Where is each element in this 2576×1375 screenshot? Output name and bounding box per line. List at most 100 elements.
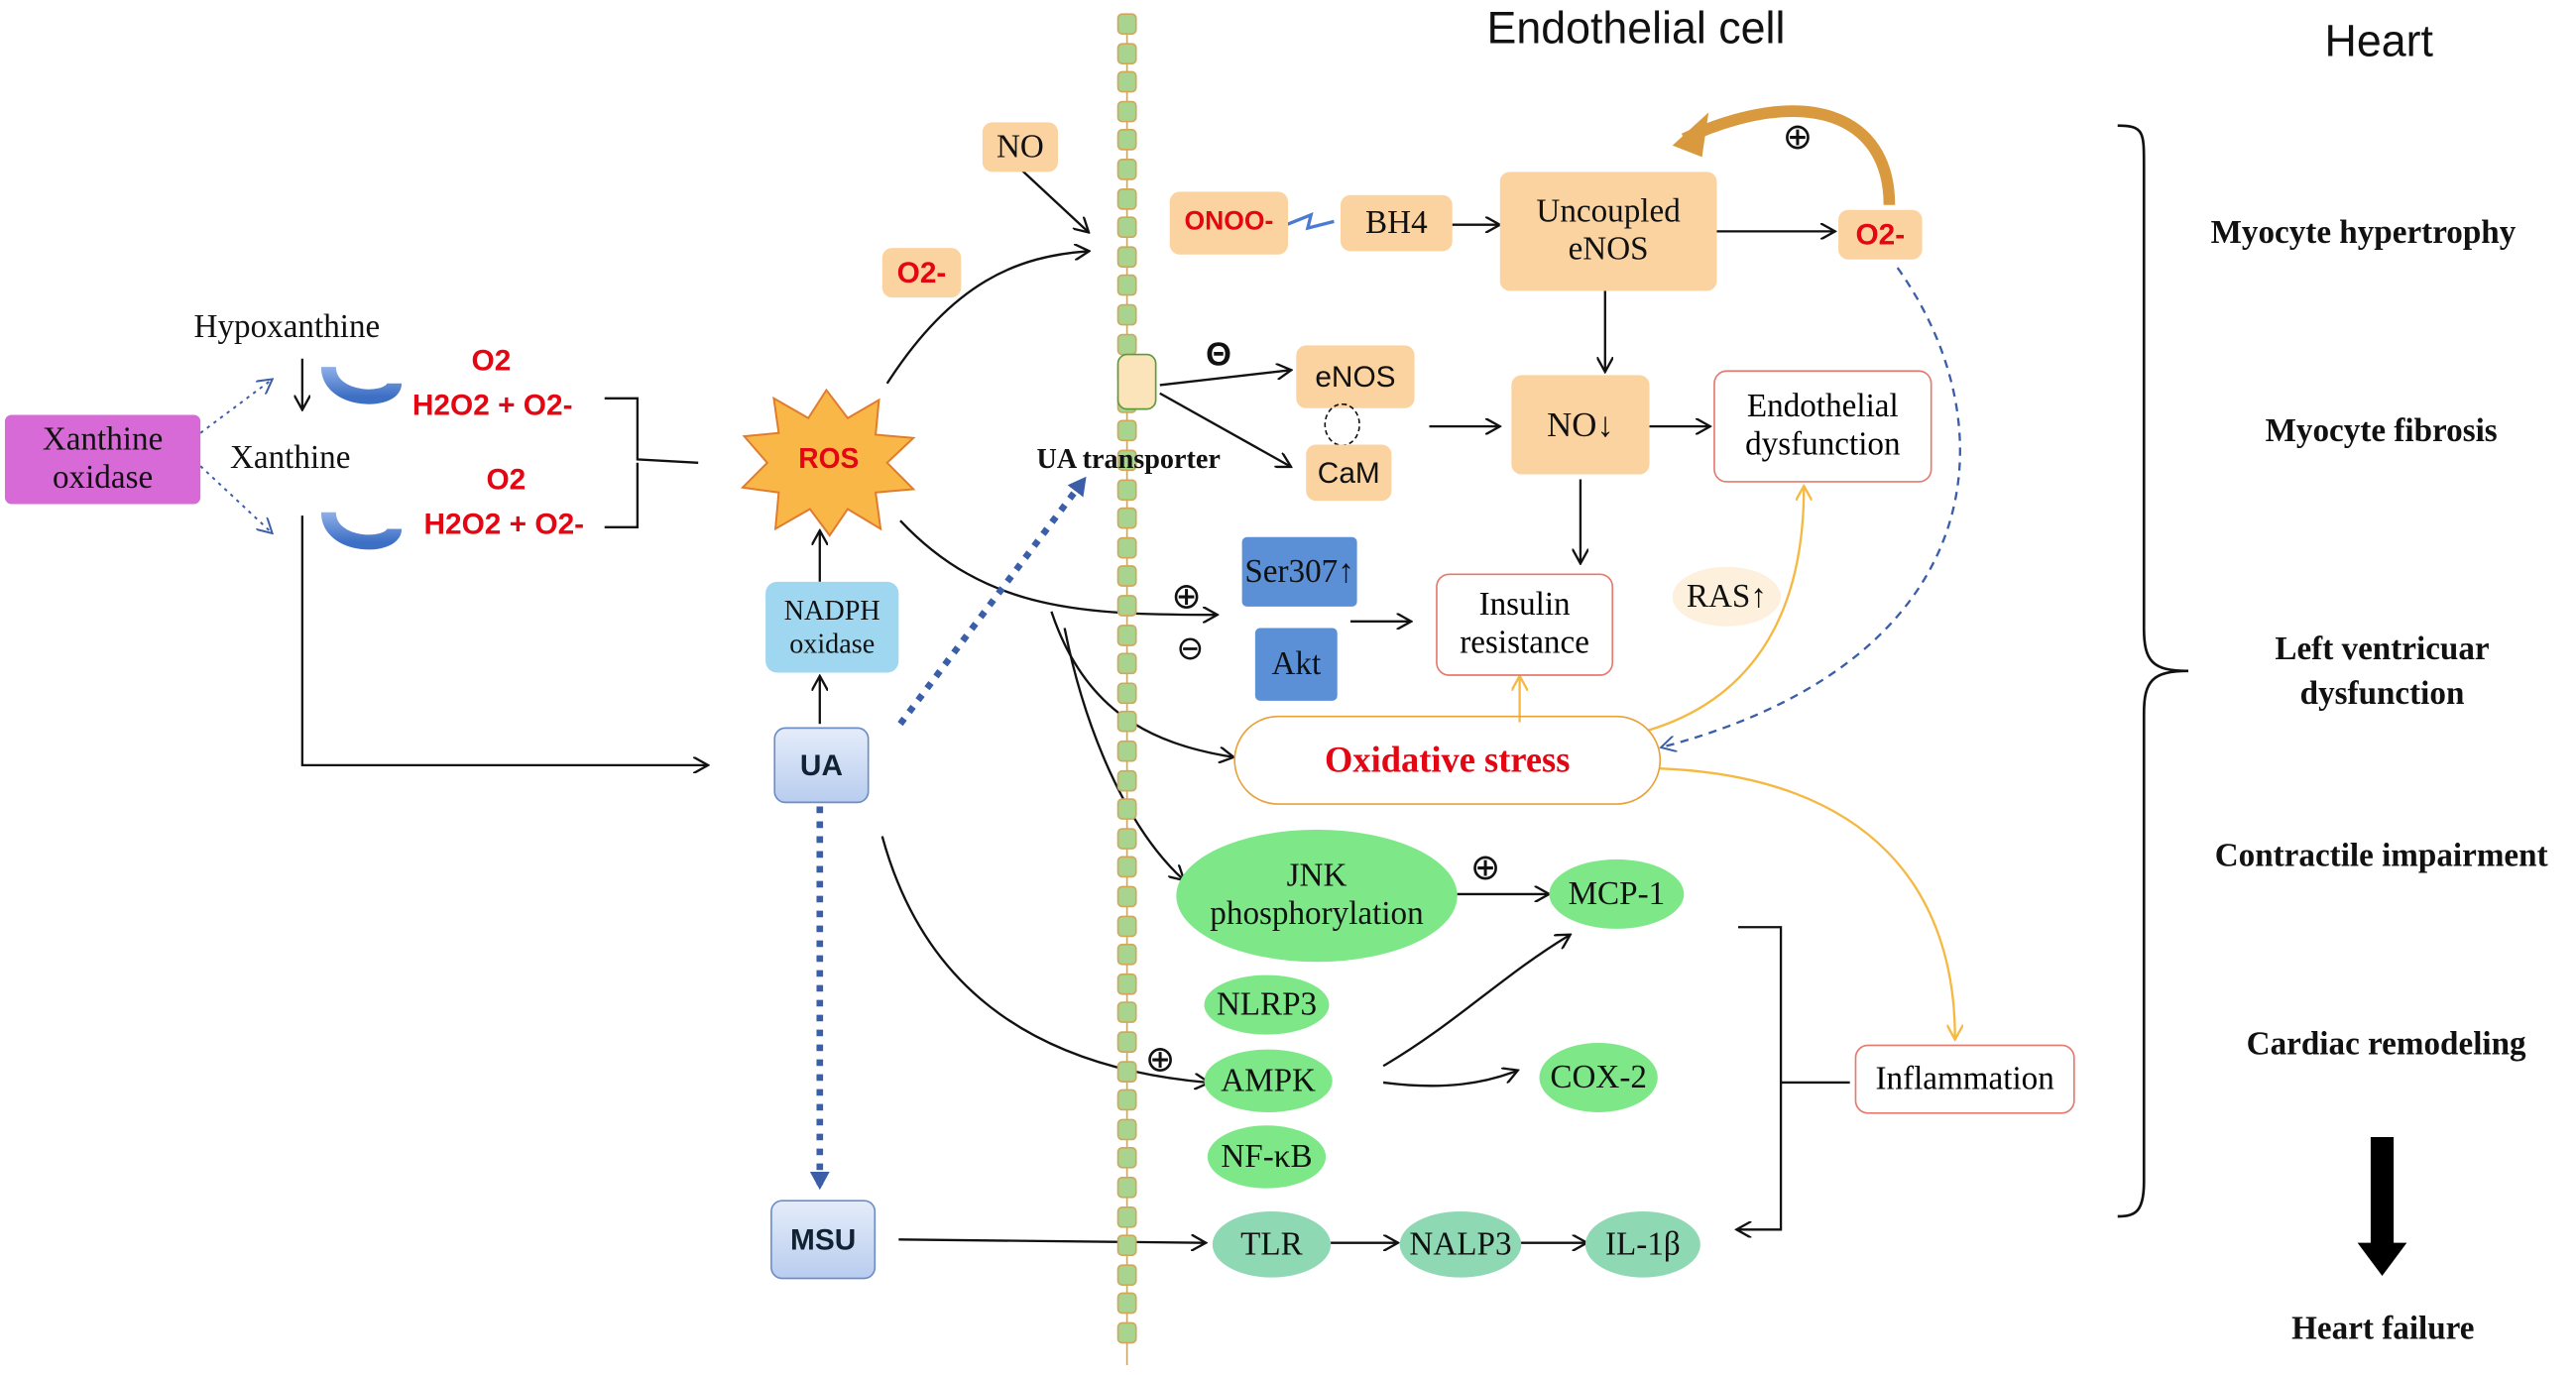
endothelial-cell-header: Endothelial cell	[1486, 3, 1786, 54]
membrane-bead	[1116, 565, 1137, 588]
ros-label: ROS	[798, 442, 860, 475]
membrane-bead	[1116, 682, 1137, 704]
membrane-bead	[1116, 70, 1137, 93]
membrane-bead	[1116, 1118, 1137, 1140]
membrane-bead	[1116, 159, 1137, 180]
membrane-bead	[1116, 857, 1137, 878]
membrane-bead	[1116, 914, 1137, 937]
enos-box: eNOS	[1296, 345, 1415, 408]
ros-to-ser307-arrow	[899, 519, 1216, 615]
uncoupled-enos-box: Uncoupled eNOS	[1499, 172, 1717, 291]
msu-to-tlr-arrow	[898, 1239, 1204, 1242]
membrane-bead	[1116, 944, 1137, 966]
theta-sign: Θ	[1206, 337, 1231, 374]
membrane-bead	[1116, 1031, 1137, 1053]
curl-arrow-bottom	[320, 511, 403, 550]
membrane-bead	[1116, 973, 1137, 995]
membrane-bead	[1116, 420, 1137, 442]
membrane-bead	[1116, 885, 1137, 908]
h2o2-bottom-label: H2O2 + O2-	[423, 507, 585, 541]
ua-box: UA	[773, 727, 870, 804]
inflammation-brace	[1738, 926, 1850, 1229]
membrane-beads	[1116, 13, 1137, 1368]
ua-to-transporter-arrow	[897, 476, 1088, 727]
oxstress-to-ed-arrow	[1647, 488, 1804, 732]
membrane-bead	[1116, 42, 1137, 64]
h2o2-top-label: H2O2 + O2-	[411, 388, 573, 422]
heart-failure-label: Heart failure	[2291, 1311, 2475, 1347]
membrane-bead	[1116, 100, 1137, 123]
membrane-bead	[1116, 1060, 1137, 1083]
plus-ser307-sign: ⊕	[1171, 575, 1202, 617]
ros-starburst	[740, 388, 916, 537]
ampk-to-cox2-arrow	[1382, 1071, 1516, 1088]
no-box: NO	[982, 122, 1059, 172]
membrane-bead	[1116, 1293, 1137, 1315]
oxidative-stress-box: Oxidative stress	[1233, 715, 1662, 805]
transporter-to-enos-arrow	[1159, 370, 1290, 387]
plus-feedback-sign: ⊕	[1782, 115, 1814, 158]
onoo-bh4-zigzag	[1285, 211, 1335, 231]
membrane-bead	[1116, 652, 1137, 675]
inflammation-box: Inflammation	[1854, 1044, 2075, 1114]
membrane-bead	[1116, 1263, 1137, 1286]
curl-arrow-top	[320, 366, 403, 404]
membrane-bead	[1116, 275, 1137, 297]
membrane-bead	[1116, 536, 1137, 559]
plus-jnk-sign: ⊕	[1469, 846, 1501, 888]
o2-to-oxstress-dashed-arrow	[1663, 267, 1961, 746]
transporter-to-cam-arrow	[1159, 392, 1290, 466]
msu-box: MSU	[770, 1200, 877, 1280]
heart-failure-arrow	[2357, 1136, 2407, 1277]
o2-minus-right-box: O2-	[1838, 209, 1923, 260]
membrane-bead	[1116, 449, 1137, 472]
ampk-node: AMPK	[1204, 1049, 1333, 1112]
no-down-box: NO↓	[1511, 375, 1650, 475]
membrane-bead	[1116, 1147, 1137, 1170]
membrane-bead	[1116, 187, 1137, 210]
tlr-node: TLR	[1212, 1210, 1332, 1278]
membrane-bead	[1116, 769, 1137, 791]
xanthine-oxidase-box: Xanthine oxidase	[4, 414, 201, 505]
heart-effect-left-ventricular-dysfunction: Left ventricuar dysfunction	[2275, 630, 2490, 713]
membrane-bead	[1116, 216, 1137, 239]
membrane-bead	[1116, 1176, 1137, 1199]
membrane-bead	[1116, 1089, 1137, 1111]
ua-transporter-channel	[1116, 353, 1157, 410]
akt-box: Akt	[1254, 628, 1338, 701]
membrane-bead	[1116, 303, 1137, 326]
onoo-box: ONOO-	[1169, 191, 1289, 255]
cam-box: CaM	[1306, 444, 1392, 502]
nfkb-node: NF-κB	[1207, 1125, 1327, 1189]
ros-to-jnk-arrow	[1063, 628, 1183, 878]
o2-bottom-label: O2	[486, 462, 527, 497]
oxstress-to-inflammation-arrow	[1659, 767, 1954, 1038]
membrane-bead	[1116, 595, 1137, 617]
mcp1-node: MCP-1	[1549, 859, 1685, 929]
nalp3-node: NALP3	[1399, 1210, 1522, 1278]
membrane-bead	[1116, 740, 1137, 762]
o2-top-label: O2	[471, 343, 512, 378]
hypoxanthine-label: Hypoxanthine	[193, 308, 381, 346]
ros-brace	[604, 397, 699, 528]
bh4-box: BH4	[1341, 194, 1453, 252]
membrane-bead	[1116, 798, 1137, 821]
endothelial-dysfunction-box: Endothelial dysfunction	[1713, 370, 1932, 483]
heart-effect-myocyte-fibrosis: Myocyte fibrosis	[2265, 412, 2498, 450]
membrane-bead	[1116, 508, 1137, 529]
ros-to-cell-arrow	[885, 251, 1088, 385]
ampk-to-mcp1-arrow	[1382, 936, 1569, 1068]
heart-header: Heart	[2324, 16, 2433, 66]
membrane-bead	[1116, 333, 1137, 355]
jnk-phosphorylation-node: JNK phosphorylation	[1176, 829, 1458, 963]
membrane-bead	[1116, 711, 1137, 734]
enos-cam-dashed-link	[1324, 402, 1360, 447]
heart-effect-contractile-impairment: Contractile impairment	[2214, 838, 2548, 874]
membrane-bead	[1116, 624, 1137, 646]
minus-akt-sign: ⊖	[1176, 630, 1205, 668]
feedback-arrow-head	[1672, 112, 1709, 158]
membrane-bead	[1116, 13, 1137, 36]
cox2-node: COX-2	[1539, 1042, 1658, 1112]
heart-effect-cardiac-remodeling: Cardiac remodeling	[2246, 1026, 2526, 1063]
